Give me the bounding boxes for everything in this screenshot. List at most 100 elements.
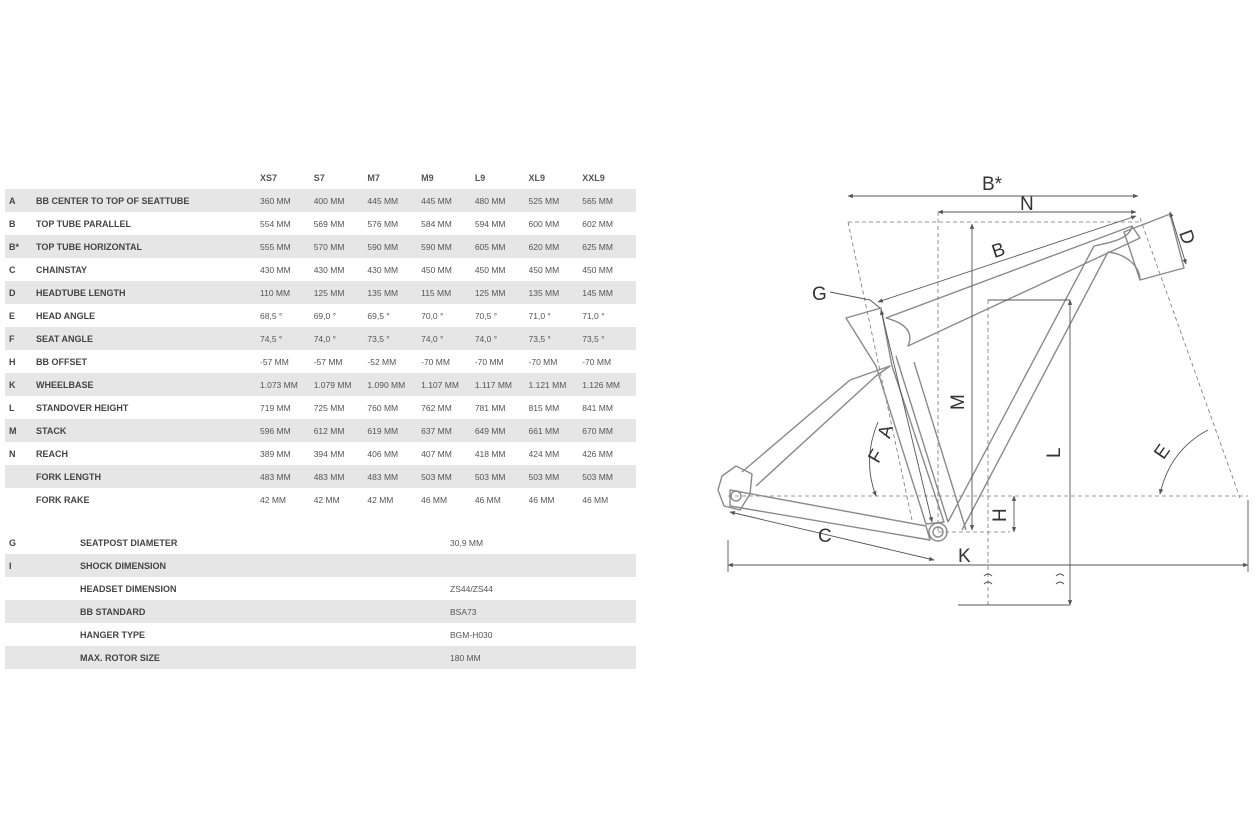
row-value: 596 MM (260, 419, 314, 442)
row-value: 1.126 MM (582, 373, 636, 396)
row-value: 110 MM (260, 281, 314, 304)
row-value: 1.073 MM (260, 373, 314, 396)
size-header: XXL9 (582, 173, 605, 183)
row-value: -57 MM (260, 356, 289, 367)
row-value: 71,0 ° (528, 310, 551, 321)
spec-value: ZS44/ZS44 (450, 583, 493, 594)
row-value: 406 MM (367, 448, 399, 459)
row-value: 590 MM (367, 235, 422, 258)
row-value: 620 MM (528, 235, 583, 258)
row-value: 400 MM (313, 189, 368, 212)
row-name: TOP TUBE HORIZONTAL (36, 235, 260, 258)
size-header: M7 (367, 173, 380, 183)
row-name: HEADTUBE LENGTH (36, 281, 260, 304)
spec-key (5, 600, 80, 623)
spec-value (450, 554, 636, 577)
row-key: M (5, 419, 36, 442)
label-b-star: B* (982, 174, 1003, 195)
row-name: REACH (36, 448, 69, 459)
spec-key (5, 646, 80, 669)
label-f: F (864, 446, 888, 467)
spec-key: I (5, 554, 80, 577)
row-value: 1.107 MM (421, 373, 475, 396)
row-value: 781 MM (474, 402, 506, 413)
label-c: C (818, 526, 832, 547)
dim-b (877, 215, 1137, 303)
row-value: 445 MM (421, 189, 475, 212)
row-value: 483 MM (260, 465, 314, 488)
row-name: BB OFFSET (36, 356, 87, 367)
row-value: 46 MM (421, 494, 448, 505)
row-value: 73,5 ° (528, 327, 583, 350)
row-value: 394 MM (313, 448, 345, 459)
row-value: 450 MM (474, 264, 506, 275)
row-value: 125 MM (313, 281, 368, 304)
dim-e-arc (1158, 429, 1209, 495)
row-value: 584 MM (421, 218, 452, 229)
row-value: 74,0 ° (313, 327, 368, 350)
row-key: D (5, 281, 36, 304)
seattube-axis-reference (847, 221, 913, 521)
row-value: 503 MM (528, 465, 583, 488)
row-name: TOP TUBE PARALLEL (36, 218, 132, 229)
row-value: 569 MM (313, 218, 345, 229)
row-value: 554 MM (260, 218, 291, 229)
spec-value: BGM-H030 (450, 629, 493, 640)
row-value: 661 MM (528, 419, 583, 442)
row-value: 555 MM (260, 235, 314, 258)
row-value: 600 MM (528, 218, 560, 229)
row-value: 590 MM (421, 235, 475, 258)
row-value: 74,0 ° (474, 327, 529, 350)
row-value: 619 MM (367, 419, 422, 442)
dim-f-arc (869, 421, 879, 497)
row-key (5, 465, 36, 488)
row-name: WHEELBASE (36, 373, 260, 396)
row-value: 46 MM (582, 494, 609, 505)
row-name: STACK (36, 419, 260, 442)
row-value: 450 MM (528, 264, 560, 275)
row-value: 450 MM (421, 264, 452, 275)
size-header: L9 (474, 173, 486, 183)
row-value: 649 MM (474, 419, 529, 442)
row-value: 426 MM (582, 448, 613, 459)
row-value: 480 MM (474, 189, 529, 212)
row-value: -70 MM (474, 356, 504, 367)
header-key-cell (5, 167, 36, 189)
row-value: 841 MM (582, 402, 613, 413)
label-n: N (1020, 194, 1034, 215)
spec-key (5, 577, 80, 600)
row-value: -57 MM (313, 356, 343, 367)
row-key: F (5, 327, 36, 350)
row-key: A (5, 189, 36, 212)
label-d: D (1174, 227, 1198, 247)
row-name: CHAINSTAY (36, 264, 88, 275)
dropout-axle (730, 490, 742, 502)
seat-stay-shape (741, 365, 891, 487)
size-header: XL9 (528, 173, 546, 183)
row-value: 815 MM (528, 402, 560, 413)
row-value: 725 MM (313, 402, 345, 413)
row-value: 1.121 MM (528, 373, 583, 396)
row-name: SEAT ANGLE (36, 327, 260, 350)
geometry-header-row: XS7 S7 M7 M9 L9 XL9 XXL9 (5, 167, 636, 189)
row-value: 602 MM (582, 218, 613, 229)
spec-name: BB STANDARD (80, 600, 450, 623)
row-value: 525 MM (528, 189, 583, 212)
row-value: 503 MM (474, 465, 529, 488)
row-value: 1.090 MM (367, 373, 422, 396)
dropout-shape (717, 465, 753, 511)
row-value: -70 MM (528, 356, 558, 367)
down-tube-shape (895, 245, 1109, 531)
row-name: HEAD ANGLE (36, 310, 96, 321)
